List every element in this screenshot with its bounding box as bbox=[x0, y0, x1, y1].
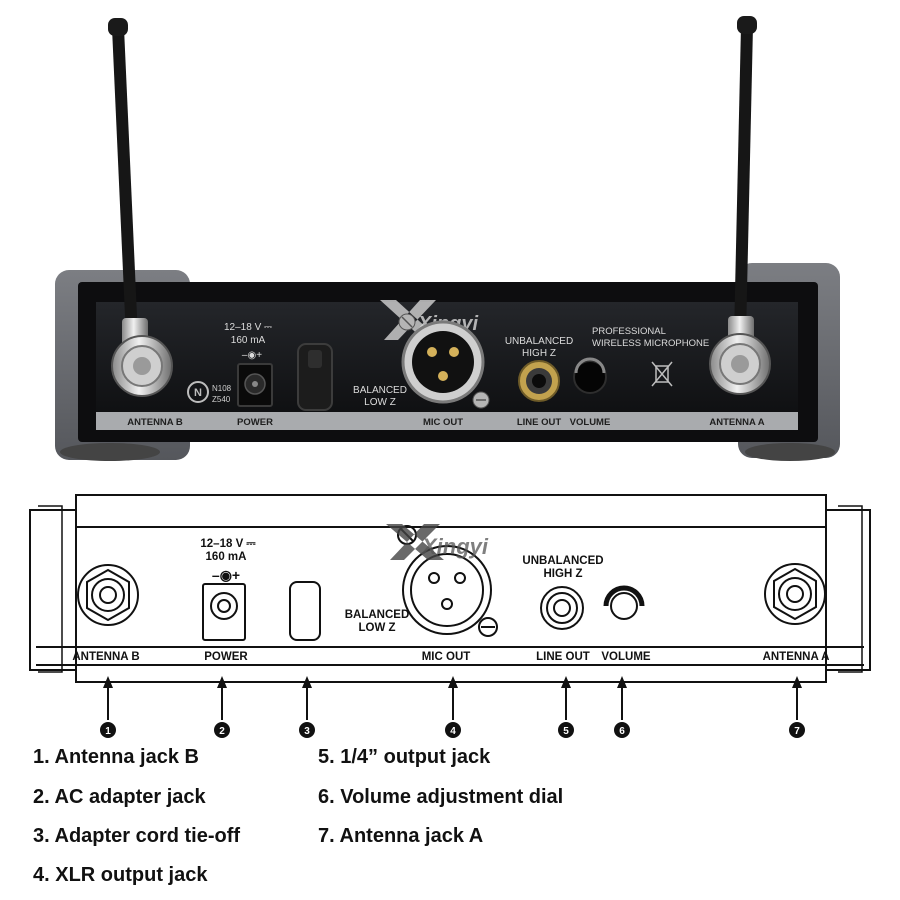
photo-cert-line-1: N108 bbox=[212, 384, 232, 393]
photo-balanced-2: LOW Z bbox=[364, 397, 396, 408]
diagram-polarity: –◉+ bbox=[212, 567, 240, 583]
diagram-antenna-b-jack bbox=[77, 564, 139, 626]
diagram-power-rating-1: 12–18 V ⎓ bbox=[200, 538, 256, 550]
antenna-a-tip bbox=[737, 16, 757, 34]
photo-brand-1: PROFESSIONAL bbox=[592, 326, 666, 337]
legend-item-5: 5. 1/4” output jack bbox=[318, 746, 491, 768]
photo-antenna-b-jack bbox=[111, 318, 173, 397]
legend-item-2: 2. AC adapter jack bbox=[33, 786, 206, 808]
photo-volume-dial bbox=[573, 357, 607, 394]
photo-label-strip bbox=[96, 412, 798, 430]
photo-label-volume: VOLUME bbox=[570, 417, 611, 428]
callout-arrow-5 bbox=[561, 676, 571, 720]
callout-number-4: 4 bbox=[450, 726, 456, 737]
diagram-label-volume: VOLUME bbox=[601, 651, 651, 663]
photo-label-antenna-b: ANTENNA B bbox=[127, 417, 183, 428]
diagram-power-jack bbox=[202, 583, 246, 641]
photo-xlr-jack bbox=[398, 313, 490, 409]
diagram-antenna-a-jack bbox=[764, 563, 826, 625]
callout-number-5: 5 bbox=[563, 726, 569, 737]
photo-unbalanced-2: HIGH Z bbox=[522, 348, 556, 359]
callout-badges bbox=[100, 722, 805, 738]
right-foot bbox=[745, 443, 835, 461]
diagram-unbalanced-2: HIGH Z bbox=[544, 568, 583, 580]
legend-item-6: 6. Volume adjustment dial bbox=[318, 786, 564, 808]
diagram-volume-dial bbox=[603, 585, 645, 620]
photo-cert-mark: N N108 Z540 bbox=[187, 381, 232, 404]
svg-text:N: N bbox=[194, 387, 202, 399]
callout-arrow-7 bbox=[792, 676, 802, 720]
photo-label-mic-out: MIC OUT bbox=[423, 417, 463, 428]
photo-power-rating-1: 12–18 V ⎓ bbox=[224, 322, 272, 333]
photo-cert-line-2: Z540 bbox=[212, 395, 231, 404]
diagram-label-antenna-b: ANTENNA B bbox=[72, 651, 139, 663]
diagram-label-line-out: LINE OUT bbox=[536, 651, 590, 663]
callout-number-6: 6 bbox=[619, 726, 625, 737]
photo-cord-tie-off bbox=[297, 343, 333, 411]
diagram-label-power: POWER bbox=[204, 651, 248, 663]
diagram-label-antenna-a: ANTENNA A bbox=[763, 651, 830, 663]
photo-balanced-1: BALANCED bbox=[353, 385, 407, 396]
antenna-b-rod bbox=[112, 28, 138, 338]
diagram-balanced-1: BALANCED bbox=[345, 609, 410, 621]
antenna-b-tip bbox=[108, 18, 128, 36]
callout-number-2: 2 bbox=[219, 726, 225, 737]
callout-number-7: 7 bbox=[794, 726, 800, 737]
diagram-unbalanced-1: UNBALANCED bbox=[522, 555, 603, 567]
receiver-illustration: ANTENNA B POWER MIC OUT LINE OUT VOLUME … bbox=[29, 16, 871, 738]
callout-number-3: 3 bbox=[304, 726, 310, 737]
callout-arrow-2 bbox=[217, 676, 227, 720]
photo-power-rating-2: 160 mA bbox=[231, 335, 266, 346]
legend-item-3: 3. Adapter cord tie-off bbox=[33, 825, 241, 847]
diagram-cord-tie-off bbox=[289, 581, 321, 641]
photo-unbalanced-1: UNBALANCED bbox=[505, 336, 573, 347]
photo-polarity: –◉+ bbox=[242, 350, 262, 361]
legend-item-7: 7. Antenna jack A bbox=[318, 825, 484, 847]
antenna-a-rod bbox=[734, 26, 753, 336]
diagram-balanced-2: LOW Z bbox=[358, 622, 395, 634]
photo-brand-2: WIRELESS MICROPHONE bbox=[592, 338, 709, 349]
diagram-label-mic-out: MIC OUT bbox=[422, 651, 471, 663]
diagram-watermark: Xingyi bbox=[386, 524, 489, 560]
photo-antenna-a-jack bbox=[709, 316, 771, 395]
photo-label-line-out: LINE OUT bbox=[517, 417, 562, 428]
left-foot bbox=[60, 443, 160, 461]
callout-number-1: 1 bbox=[105, 726, 111, 737]
photo-label-antenna-a: ANTENNA A bbox=[709, 417, 764, 428]
callout-arrow-3 bbox=[302, 676, 312, 720]
photo-line-out-jack bbox=[518, 360, 560, 402]
receiver-diagram bbox=[29, 494, 871, 683]
callout-arrow-4 bbox=[448, 676, 458, 720]
legend-item-1: 1. Antenna jack B bbox=[33, 746, 199, 768]
diagram-power-rating-2: 160 mA bbox=[206, 551, 247, 563]
receiver-photo: ANTENNA B POWER MIC OUT LINE OUT VOLUME … bbox=[55, 16, 840, 461]
photo-label-power: POWER bbox=[237, 417, 273, 428]
photo-weee-icon bbox=[651, 361, 673, 387]
photo-power-jack bbox=[237, 363, 273, 407]
callout-arrow-6 bbox=[617, 676, 627, 720]
callout-arrows bbox=[103, 676, 802, 720]
svg-text:Xingyi: Xingyi bbox=[420, 534, 489, 559]
legend-item-4: 4. XLR output jack bbox=[33, 864, 208, 886]
callout-arrow-1 bbox=[103, 676, 113, 720]
diagram-line-out-jack bbox=[540, 586, 584, 630]
